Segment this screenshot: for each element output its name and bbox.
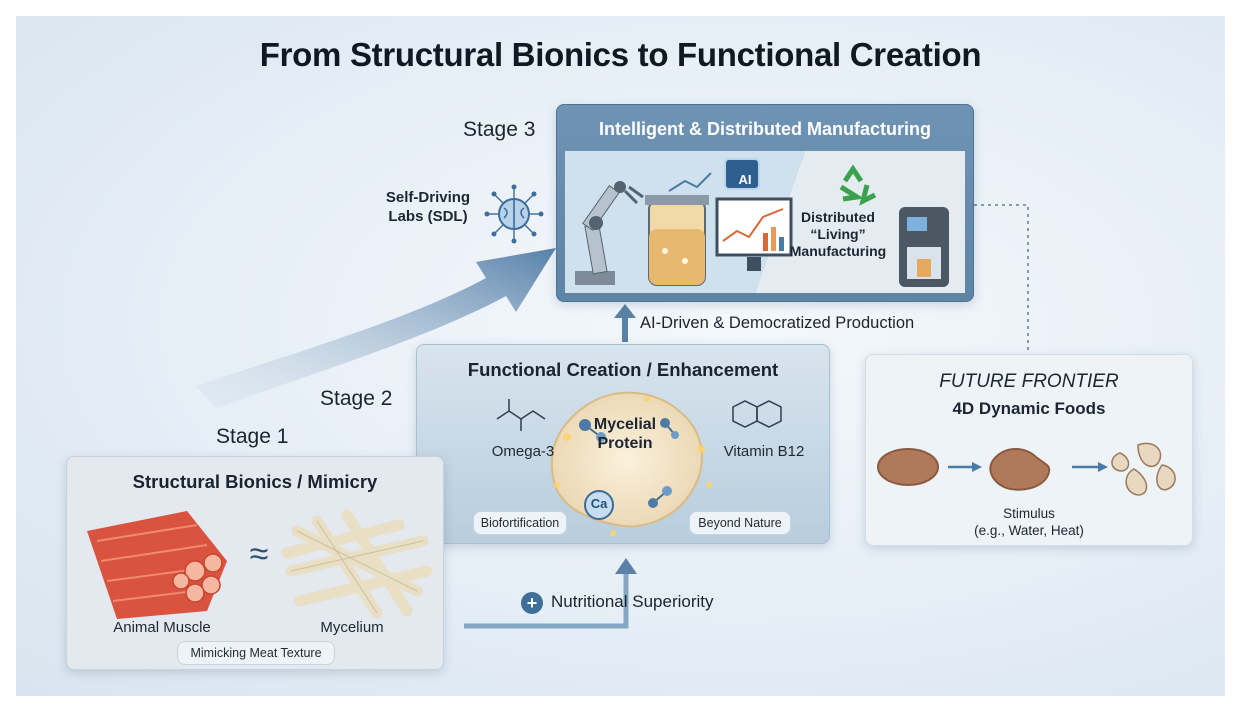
mycelial-line-1: Mycelial	[593, 416, 657, 433]
vitamin-b12-label: Vitamin B12	[723, 443, 805, 460]
manufacturing-illustration	[565, 151, 965, 293]
plus-icon: +	[521, 592, 543, 614]
stage-3-title: Intelligent & Distributed Manufacturing	[599, 119, 931, 139]
sdl-line-2: Labs (SDL)	[388, 208, 468, 225]
diagram-canvas: From Structural Bionics to Functional Cr…	[16, 16, 1225, 696]
brain-network-icon	[484, 184, 544, 244]
mycelial-line-2: Protein	[597, 435, 653, 452]
stage-3-box: Intelligent & Distributed Manufacturing	[556, 104, 974, 302]
omega3-molecule-icon	[496, 399, 546, 431]
molecule-cluster-icon	[579, 418, 679, 508]
distributed-line-2: “Living”	[810, 226, 866, 242]
folded-food	[1111, 442, 1176, 496]
big-growth-arrow	[196, 248, 556, 408]
omega3-label: Omega-3	[491, 443, 555, 460]
vitaminb12-molecule-icon	[732, 400, 782, 428]
ai-chip-label: AI	[738, 172, 752, 187]
arrowhead-up-stage2	[615, 558, 637, 574]
stage-2-label: Stage 2	[320, 387, 393, 410]
recycle-icon	[839, 164, 877, 206]
mycelium-label: Mycelium	[320, 619, 384, 636]
mycelial-protein-label: Mycelial Protein	[557, 415, 693, 453]
monitor-chart-icon	[715, 197, 793, 271]
calcium-badge	[584, 490, 614, 520]
arrow-stage1-to-stage2	[464, 572, 629, 629]
animal-muscle-label: Animal Muscle	[113, 619, 211, 636]
arrow-1-icon	[972, 462, 982, 472]
nutritional-superiority-label: Nutritional Superiority	[551, 592, 714, 611]
stage-1-box: Structural Bionics / Mimicry	[66, 456, 444, 670]
4d-transformation-illustration	[877, 442, 1176, 496]
dotted-connector	[974, 204, 1029, 354]
muscle-mycelium-illustration	[87, 509, 433, 619]
beyond-nature-tag: Beyond Nature	[689, 511, 791, 535]
stage-1-label: Stage 1	[216, 425, 289, 448]
ai-chip-icon	[724, 158, 760, 190]
stimulus-line-2: (e.g., Water, Heat)	[974, 523, 1084, 538]
stage-2-box: Functional Creation / Enhancement	[416, 344, 830, 544]
page-title: From Structural Bionics to Functional Cr…	[259, 36, 982, 73]
biofortification-tag: Biofortification	[473, 511, 567, 535]
stimulus-label: Stimulus (e.g., Water, Heat)	[866, 505, 1192, 539]
sdl-line-1: Self-Driving	[385, 189, 471, 206]
4d-foods-subheading: 4D Dynamic Foods	[952, 399, 1106, 418]
stage-1-title: Structural Bionics / Mimicry	[132, 471, 378, 492]
distributed-line-3: Manufacturing	[789, 243, 887, 259]
stage-2-title: Functional Creation / Enhancement	[467, 359, 779, 380]
food-printer-icon	[899, 207, 949, 287]
flat-disc-food	[877, 448, 939, 486]
calcium-label: Ca	[590, 496, 608, 511]
sdl-label: Self-Driving Labs (SDL)	[374, 188, 482, 226]
bioreactor-icon	[645, 195, 709, 286]
background-arrows	[196, 204, 1029, 629]
stimulus-line-1: Stimulus	[1003, 506, 1055, 521]
robot-arm-icon	[575, 181, 644, 285]
distributed-manufacturing-label: Distributed “Living” Manufacturing	[779, 209, 897, 260]
future-frontier-box: FUTURE FRONTIER 4D Dynamic Foods Stimulu…	[865, 354, 1193, 546]
curling-food	[989, 448, 1051, 491]
arrow-2-icon	[1098, 462, 1108, 472]
protein-blob	[550, 391, 703, 528]
future-frontier-heading: FUTURE FRONTIER	[939, 371, 1119, 392]
arrowhead-up-stage3	[614, 304, 636, 318]
mimicking-meat-tag: Mimicking Meat Texture	[177, 641, 335, 665]
mycelium-icon	[281, 509, 433, 619]
mycelial-protein-illustration	[496, 391, 782, 536]
stage-3-label: Stage 3	[463, 118, 536, 141]
ai-driven-label: AI-Driven & Democratized Production	[640, 314, 915, 332]
approx-symbol: ≈	[249, 535, 269, 573]
distributed-line-1: Distributed	[801, 209, 875, 225]
animal-muscle-icon	[87, 511, 227, 619]
